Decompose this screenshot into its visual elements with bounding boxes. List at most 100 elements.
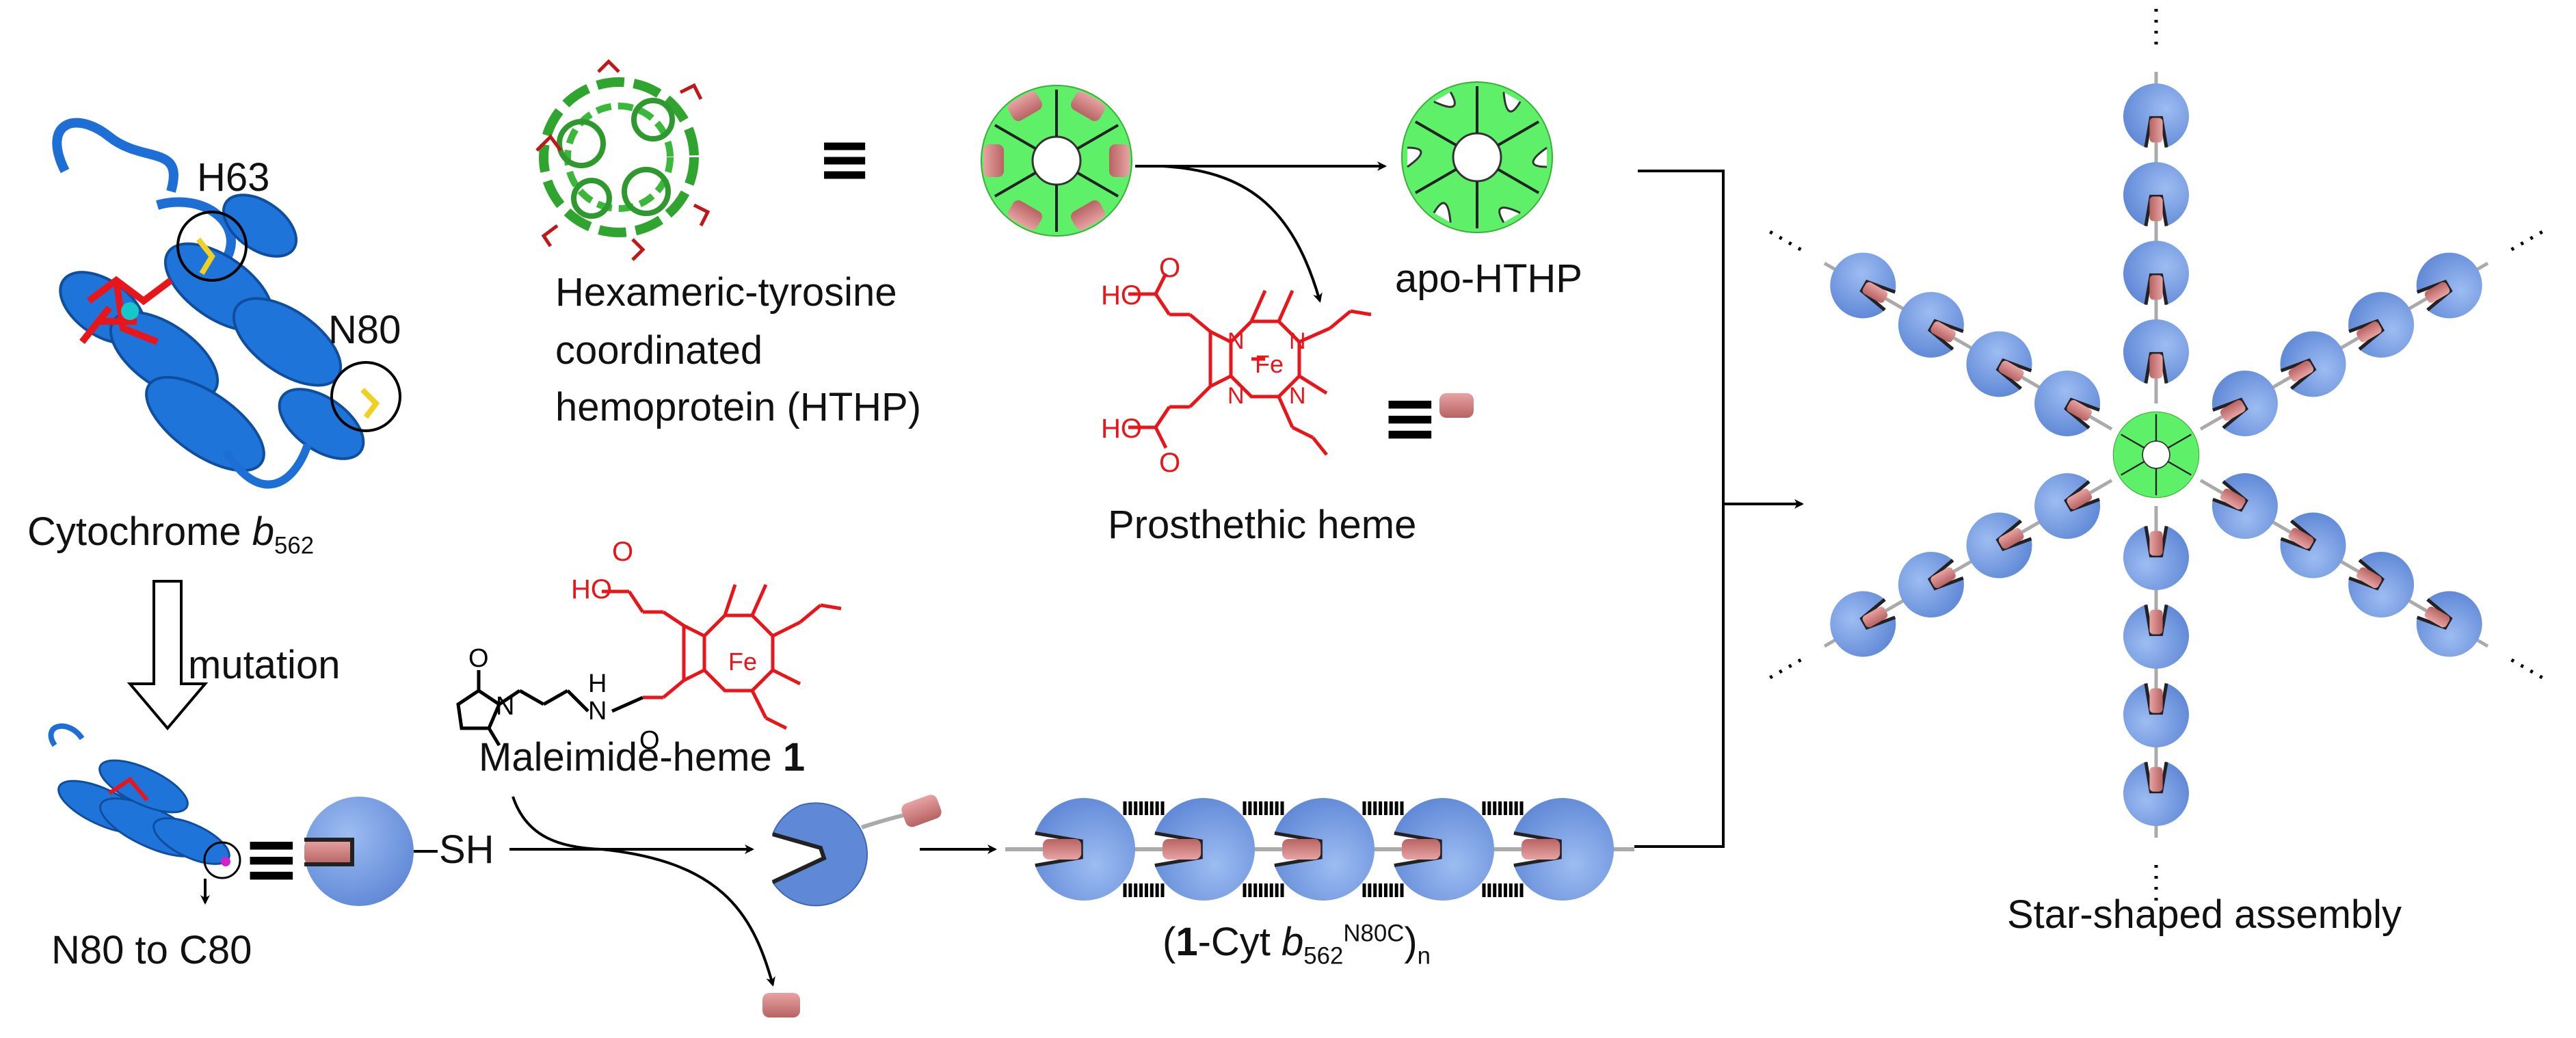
cyt-body xyxy=(2123,526,2189,590)
cyt-heme xyxy=(1282,839,1321,860)
cyt-body xyxy=(2123,162,2189,226)
free-heme-block xyxy=(1439,393,1474,418)
ring-heme xyxy=(1071,200,1105,230)
cyt-unit xyxy=(1035,798,1135,901)
ring-heme xyxy=(1008,200,1042,230)
cyt-pocket-outline xyxy=(1995,358,2032,390)
cyt-body xyxy=(2123,319,2189,384)
maleimide-heme-number: 1 xyxy=(782,735,806,780)
ring-heme xyxy=(1008,91,1042,122)
cyt-pocket-outline xyxy=(2212,480,2248,512)
polymer-b: b xyxy=(1282,920,1304,964)
cyt-pocket-outline xyxy=(2280,519,2317,552)
cyt-pocket-outline xyxy=(2212,397,2248,429)
cyt-unit xyxy=(1966,512,2032,578)
cyt-heme xyxy=(2067,488,2093,510)
h63-highlight-circle xyxy=(176,211,248,282)
cyt-body xyxy=(2123,241,2189,305)
cyt-pocket-outline xyxy=(1859,598,1896,630)
cyt-heme xyxy=(2149,767,2163,792)
cyt-unit xyxy=(2123,241,2189,305)
ring-divider xyxy=(994,171,1037,198)
cyt-body xyxy=(2123,762,2189,826)
label-hthp-line3: hemoprotein (HTHP) xyxy=(555,385,922,429)
maleimide-fe: Fe xyxy=(728,648,757,676)
cyt-body xyxy=(2280,331,2346,397)
cyt-unit xyxy=(1898,552,1964,617)
cyt-pocket-outline xyxy=(2144,194,2168,226)
star-arm-dots xyxy=(2510,658,2548,682)
cyt-unit xyxy=(2416,591,2482,657)
label-h63: H63 xyxy=(197,155,270,200)
cyt-heme xyxy=(1163,839,1201,860)
cyt-unit xyxy=(2416,252,2482,319)
ring-pocket xyxy=(1532,146,1548,168)
cyt-pocket-outline xyxy=(1927,559,1964,591)
ring-divider xyxy=(2121,460,2145,476)
cyt-heme xyxy=(2220,399,2246,421)
equiv-symbol-heme: ≡ xyxy=(1381,377,1439,457)
arrow-maleimide-down xyxy=(512,796,602,851)
cyt-heme xyxy=(2424,607,2450,628)
polymer-sup: N80C xyxy=(1343,920,1405,947)
cyt-heme xyxy=(2356,321,2382,343)
cyt-body xyxy=(2034,473,2101,539)
ring-heme xyxy=(1071,91,1105,122)
mutation-arrow xyxy=(127,580,209,731)
cyt-body xyxy=(1513,798,1614,901)
arrow-heme-removed xyxy=(601,848,775,987)
cyt-unit xyxy=(2280,331,2346,397)
ring-pocket xyxy=(1407,146,1422,168)
cyt-heme xyxy=(2149,688,2163,713)
ring-divider xyxy=(1414,168,1457,194)
apo-hthp-ring-cartoon xyxy=(1401,81,1553,233)
maleimide-o-top: O xyxy=(612,537,633,567)
cyt-pocket-outline xyxy=(1995,519,2032,552)
cyt-heme xyxy=(1930,567,1956,589)
ring-divider xyxy=(1497,120,1540,147)
equiv-symbol-hthp: ≡ xyxy=(817,120,872,197)
cyt-unit xyxy=(1154,798,1255,901)
cyt-heme xyxy=(2288,360,2314,382)
ring-hole xyxy=(1452,132,1502,183)
heme-n-3: N xyxy=(1227,383,1245,409)
cyt-heme xyxy=(2424,282,2450,303)
cyt-body xyxy=(2034,371,2101,436)
cyt-unit xyxy=(1898,292,1964,358)
apo-cyt-with-heme xyxy=(771,795,942,907)
cyt-heme xyxy=(1862,282,1888,303)
ring-heme xyxy=(983,144,1004,177)
ring-divider xyxy=(2167,434,2192,449)
cyt-heme xyxy=(2356,567,2382,589)
heme-n-1: N xyxy=(1227,328,1245,354)
cyt-pocket-outline xyxy=(1859,279,1896,312)
ring-pocket xyxy=(1433,91,1456,108)
linear-polymer-chain xyxy=(1005,798,1634,901)
cyt-unit xyxy=(2280,512,2346,578)
maleimide-linker xyxy=(456,670,644,747)
cyt-pocket-outline xyxy=(2064,480,2100,512)
equiv-symbol-cyt: ≡ xyxy=(243,819,300,899)
cyt-heme xyxy=(2149,275,2163,300)
label-polymer: (1-Cyt b562N80C)n xyxy=(1163,920,1431,970)
cyt-unit xyxy=(2212,371,2278,436)
heme-n-4: N xyxy=(1289,383,1306,409)
star-arm-dots xyxy=(1764,658,1802,682)
ring-divider xyxy=(1414,120,1457,147)
cytochrome-b562-structure xyxy=(52,118,401,489)
ring-heme xyxy=(1109,144,1130,177)
cyt-unit xyxy=(2348,292,2415,358)
cyt-heme xyxy=(2067,399,2093,421)
cyt-unit xyxy=(1830,591,1896,657)
cyt-heme xyxy=(2220,488,2246,510)
maleimide-n-ring: N xyxy=(496,692,514,721)
mutant-structure xyxy=(48,723,241,905)
cyt-unit xyxy=(1274,798,1375,901)
cyt-body xyxy=(1394,798,1494,901)
cyt-body xyxy=(2212,473,2278,539)
cyt-body xyxy=(1966,331,2032,397)
label-maleimide-heme: Maleimide-heme 1 xyxy=(479,735,805,781)
cyt-pocket-outline xyxy=(2064,397,2100,429)
cyt-pocket-outline xyxy=(2348,559,2385,591)
maleimide-heme-text: Maleimide-heme xyxy=(479,735,783,780)
